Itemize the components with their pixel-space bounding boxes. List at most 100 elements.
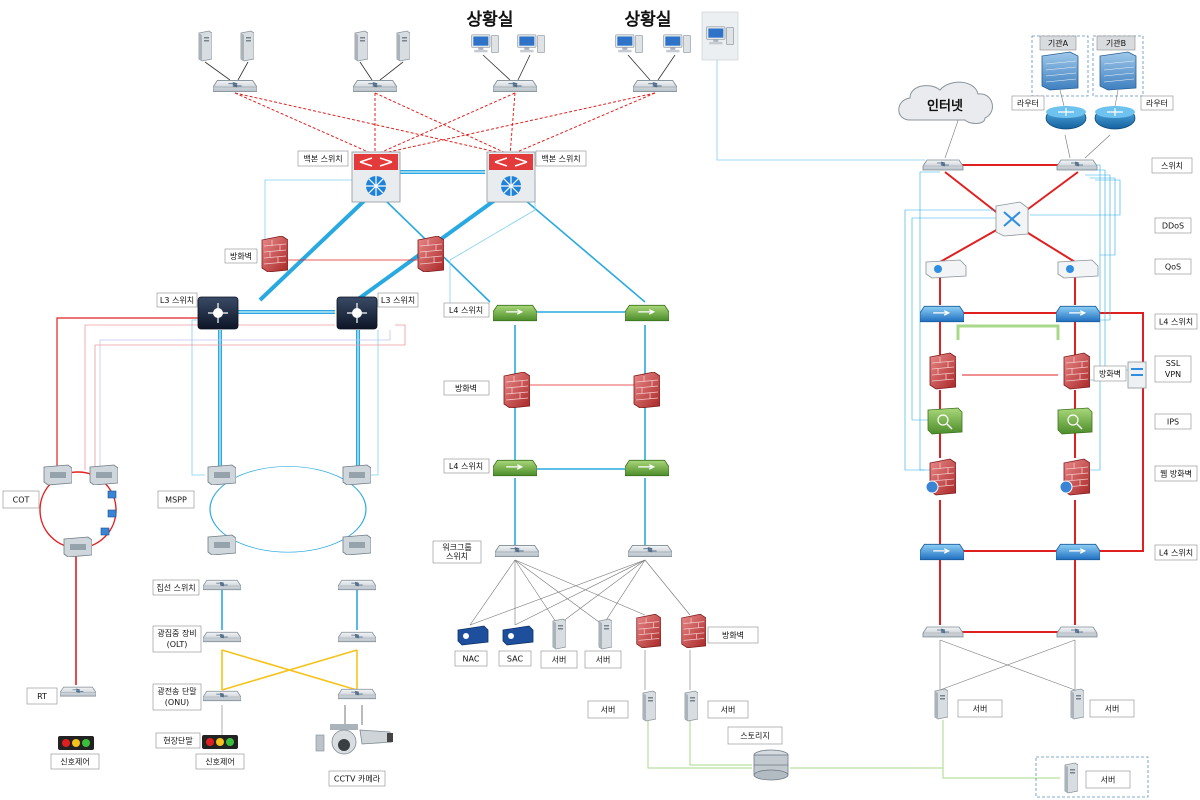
switch-icon[interactable] [203, 579, 241, 591]
svg-text:L4 스위치: L4 스위치 [449, 306, 483, 315]
switch-icon[interactable] [1056, 159, 1098, 171]
sac-device[interactable] [502, 625, 534, 646]
firewall-icon[interactable] [1063, 352, 1090, 390]
server-icon[interactable] [198, 30, 212, 62]
repeater-node[interactable] [107, 509, 117, 518]
building-icon[interactable] [1099, 51, 1137, 91]
olt-icon[interactable] [338, 631, 376, 643]
server-icon[interactable] [240, 30, 254, 62]
firewall-icon[interactable] [929, 352, 956, 390]
switch-icon[interactable] [213, 79, 257, 92]
firewall-icon[interactable] [633, 372, 660, 408]
qos-device-icon[interactable] [925, 259, 967, 279]
l4-switch-label-right-2: L4 스위치 [1154, 544, 1198, 561]
olt-icon[interactable] [203, 631, 241, 643]
svg-text:신호제어: 신호제어 [205, 757, 234, 767]
l4-switch-icon[interactable] [1056, 305, 1100, 323]
router-icon[interactable] [1045, 106, 1087, 130]
ssl-vpn-device-icon[interactable] [1127, 361, 1147, 389]
l4-switch-icon[interactable] [1056, 543, 1100, 561]
nac-device[interactable] [457, 625, 489, 646]
server-icon[interactable] [1064, 762, 1078, 794]
server-icon[interactable] [684, 690, 698, 722]
firewall-icon[interactable] [503, 372, 530, 408]
firewall-icon[interactable] [417, 236, 444, 272]
l4-switch-label-mid: L4 스위치 [443, 458, 490, 474]
switch-icon[interactable] [353, 79, 397, 92]
mux-icon[interactable] [89, 464, 118, 485]
workstation-icon[interactable] [615, 34, 643, 53]
internet-cloud-icon[interactable] [898, 81, 993, 124]
server-icon[interactable] [396, 30, 410, 62]
firewall-icon[interactable] [261, 236, 288, 272]
qos-device-icon[interactable] [1057, 259, 1099, 279]
ips-device-icon[interactable] [927, 407, 963, 435]
server-icon[interactable] [1070, 688, 1084, 720]
workstation-icon[interactable] [471, 34, 499, 53]
l4-switch-icon[interactable] [493, 304, 537, 322]
server-icon[interactable] [934, 688, 948, 720]
backbone-switch-right[interactable] [486, 151, 536, 203]
firewall-label-mid: 방화벽 [443, 380, 490, 396]
top-workstations-group-1 [471, 34, 545, 92]
server-group-frame [1035, 756, 1149, 798]
ddos-device-icon[interactable] [995, 201, 1029, 237]
l4-switch-icon[interactable] [493, 459, 537, 477]
mux-icon[interactable] [63, 536, 92, 557]
switch-icon[interactable] [628, 544, 672, 557]
l3-switch-right[interactable] [336, 296, 378, 330]
rt-device-icon[interactable] [60, 686, 96, 697]
cctv-camera-icon[interactable] [315, 705, 393, 755]
server-label-a: 서버 [540, 650, 578, 669]
server-icon[interactable] [354, 30, 368, 62]
svg-text:서버: 서버 [1105, 704, 1120, 714]
switch-icon[interactable] [922, 626, 964, 638]
l4-switch-icon[interactable] [920, 305, 964, 323]
workstation-icon[interactable] [517, 34, 545, 53]
top-servers-group-2 [353, 30, 410, 92]
svg-text:MSPP: MSPP [165, 496, 187, 505]
mux-icon[interactable] [43, 464, 72, 485]
server-icon[interactable] [552, 618, 566, 650]
svg-text:QoS: QoS [1165, 263, 1181, 272]
l4-switch-icon[interactable] [625, 304, 669, 322]
workstation-icon[interactable] [663, 34, 691, 53]
network-links [39, 30, 1144, 779]
server-icon[interactable] [598, 618, 612, 650]
onu-icon[interactable] [338, 688, 376, 700]
server-icon[interactable] [642, 690, 656, 722]
switch-icon[interactable] [633, 79, 677, 92]
switch-icon[interactable] [338, 579, 376, 591]
l4-switch-icon[interactable] [920, 543, 964, 561]
switch-icon[interactable] [493, 79, 537, 92]
mspp-node-icon[interactable] [342, 464, 371, 485]
building-icon[interactable] [1041, 51, 1079, 91]
mspp-node-icon[interactable] [207, 534, 236, 555]
backbone-switch-left[interactable] [351, 151, 401, 203]
firewall-icon[interactable] [681, 614, 706, 648]
l3-switch-left[interactable] [197, 296, 239, 330]
switch-icon[interactable] [922, 159, 964, 171]
mspp-node-icon[interactable] [342, 534, 371, 555]
svg-text:백본 스위치: 백본 스위치 [541, 154, 580, 164]
svg-text:NAC: NAC [463, 655, 480, 664]
ips-device-icon[interactable] [1057, 407, 1093, 435]
svg-text:스위치: 스위치 [1161, 162, 1183, 171]
switch-icon[interactable] [495, 544, 539, 557]
repeater-node[interactable] [107, 490, 117, 499]
router-icon[interactable] [1094, 106, 1136, 130]
storage-device[interactable] [753, 749, 789, 781]
firewall-label-low: 방화벽 [707, 626, 759, 644]
mspp-node-icon[interactable] [207, 464, 236, 485]
switch-icon[interactable] [1056, 626, 1098, 638]
svg-text:기관A: 기관A [1048, 38, 1069, 48]
svg-text:CCTV 카메라: CCTV 카메라 [334, 775, 381, 784]
svg-text:기관B: 기관B [1106, 38, 1126, 48]
svg-text:라우터: 라우터 [1017, 99, 1039, 108]
firewall-icon[interactable] [636, 614, 661, 648]
repeater-node[interactable] [100, 527, 110, 536]
onu-icon[interactable] [203, 690, 241, 702]
traffic-light-icon[interactable] [58, 736, 94, 750]
traffic-light-icon[interactable] [202, 735, 238, 749]
l4-switch-icon[interactable] [625, 459, 669, 477]
